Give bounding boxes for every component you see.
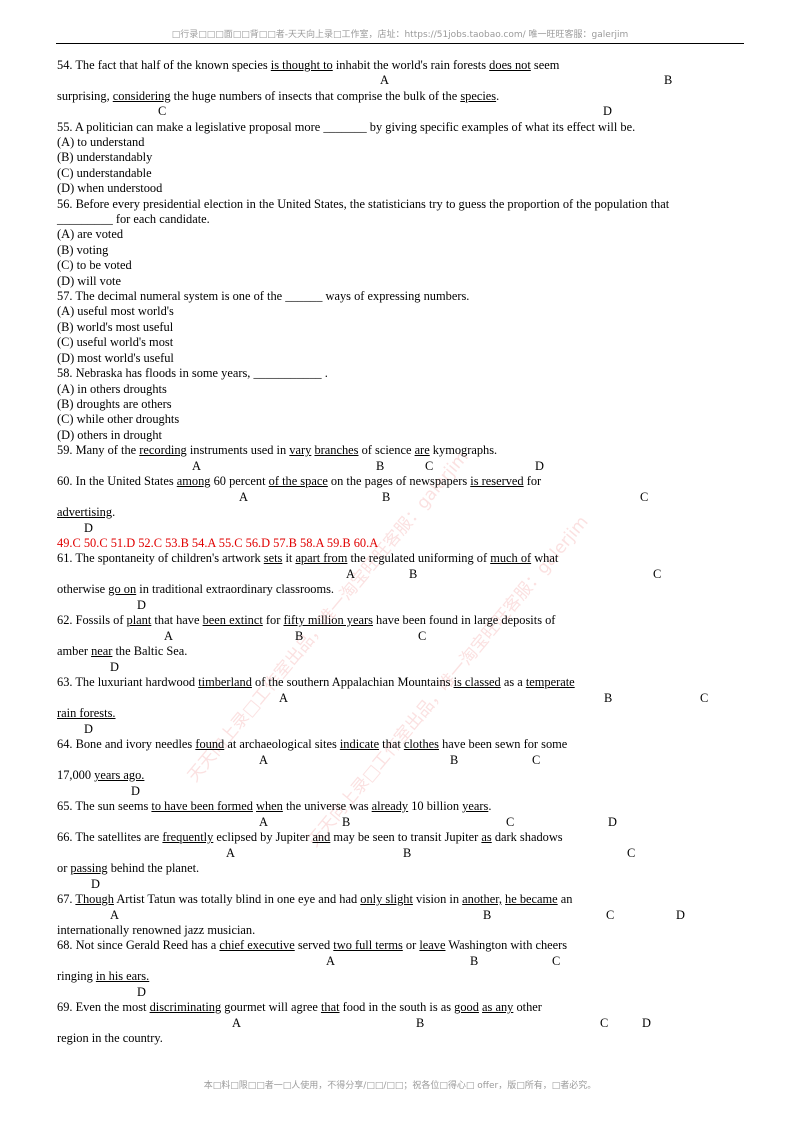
question-64-line: 17,000 years ago. (57, 768, 145, 782)
question-63-line: rain forests. (57, 706, 116, 720)
option-letter: D (603, 104, 612, 118)
option-letter: B (416, 1016, 425, 1030)
page-footer: 本□料□限□□者一□人使用，不得分享/□□/□□；祝各位□得心□ offer，版… (203, 1081, 597, 1091)
question-67-line: 67. Though Artist Tatun was totally blin… (57, 892, 573, 906)
question-55: 55. A politician can make a legislative … (57, 120, 636, 134)
option-letter: B (342, 815, 351, 829)
question-65-line: 65. The sun seems to have been formed wh… (57, 799, 492, 813)
option-letter: C (700, 691, 709, 705)
choice: (C) to be voted (57, 258, 132, 272)
option-letter: B (382, 490, 391, 504)
question-56: _________ for each candidate. (57, 212, 210, 226)
option-letter: C (158, 104, 167, 118)
choice: (C) understandable (57, 166, 152, 180)
option-letter: C (506, 815, 515, 829)
option-letter: D (110, 660, 119, 674)
choice: (A) useful most world's (57, 304, 174, 318)
option-letter: A (110, 908, 119, 922)
question-59-line: 59. Many of the recording instruments us… (57, 443, 498, 457)
question-66-line: or passing behind the planet. (57, 861, 200, 875)
choice: (B) voting (57, 243, 109, 257)
choice: (A) in others droughts (57, 382, 167, 396)
question-67-line: internationally renowned jazz musician. (57, 923, 256, 937)
choice: (B) understandably (57, 150, 153, 164)
option-letter: B (483, 908, 492, 922)
answer-key: 49.C 50.C 51.D 52.C 53.B 54.A 55.C 56.D … (57, 536, 379, 550)
option-letter: A (226, 846, 235, 860)
question-54-line: 54. The fact that half of the known spec… (57, 58, 560, 72)
question-69-line: 69. Even the most discriminating gourmet… (57, 1000, 542, 1014)
option-letter: A (346, 567, 355, 581)
question-61-line: 61. The spontaneity of children's artwor… (57, 551, 559, 565)
option-letter: B (450, 753, 459, 767)
option-letter: A (239, 490, 248, 504)
choice: (A) are voted (57, 227, 124, 241)
question-61-line: otherwise go on in traditional extraordi… (57, 582, 335, 596)
option-letter: B (604, 691, 613, 705)
option-letter: B (295, 629, 304, 643)
option-letter: C (418, 629, 427, 643)
option-letter: A (259, 815, 268, 829)
question-69-line: region in the country. (57, 1031, 163, 1045)
question-68-line: ringing in his ears. (57, 969, 150, 983)
question-68-line: 68. Not since Gerald Reed has a chief ex… (57, 938, 568, 952)
choice: (C) useful world's most (57, 335, 174, 349)
option-letter: A (232, 1016, 241, 1030)
option-letter: B (470, 954, 479, 968)
option-letter: D (91, 877, 100, 891)
option-letter: D (84, 722, 93, 736)
option-letter: B (409, 567, 418, 581)
option-letter: A (192, 459, 201, 473)
question-57: 57. The decimal numeral system is one of… (57, 289, 470, 303)
option-letter: C (425, 459, 434, 473)
option-letter: D (137, 985, 146, 999)
option-letter: C (627, 846, 636, 860)
option-letter: C (600, 1016, 609, 1030)
option-letter: C (552, 954, 561, 968)
option-letter: C (653, 567, 662, 581)
choice: (C) while other droughts (57, 412, 180, 426)
question-62-line: 62. Fossils of plant that have been exti… (57, 613, 556, 627)
question-56: 56. Before every presidential election i… (57, 197, 670, 211)
question-60-line: 60. In the United States among 60 percen… (57, 474, 542, 488)
choice: (B) droughts are others (57, 397, 172, 411)
option-letter: C (640, 490, 649, 504)
question-63-line: 63. The luxuriant hardwood timberland of… (57, 675, 575, 689)
option-letter: A (279, 691, 288, 705)
question-64-line: 64. Bone and ivory needles found at arch… (57, 737, 568, 751)
option-letter: C (606, 908, 615, 922)
option-letter: B (403, 846, 412, 860)
question-54-line: surprising, considering the huge numbers… (57, 89, 500, 103)
option-letter: B (376, 459, 385, 473)
option-letter: A (380, 73, 389, 87)
choice: (D) most world's useful (57, 351, 174, 365)
choice: (A) to understand (57, 135, 145, 149)
option-letter: B (664, 73, 673, 87)
choice: (D) will vote (57, 274, 122, 288)
page-header: □行录□□□面□□背□□者-天天向上录□工作室，店址：https://51job… (56, 28, 744, 44)
choice: (D) others in drought (57, 428, 162, 442)
option-letter: D (642, 1016, 651, 1030)
option-letter: D (535, 459, 544, 473)
question-58: 58. Nebraska has floods in some years, _… (57, 366, 328, 380)
question-66-line: 66. The satellites are frequently eclips… (57, 830, 563, 844)
option-letter: D (608, 815, 617, 829)
option-letter: D (676, 908, 685, 922)
option-letter: D (84, 521, 93, 535)
question-62-line: amber near the Baltic Sea. (57, 644, 188, 658)
option-letter: D (137, 598, 146, 612)
choice: (D) when understood (57, 181, 163, 195)
option-letter: D (131, 784, 140, 798)
option-letter: A (259, 753, 268, 767)
option-letter: C (532, 753, 541, 767)
option-letter: A (164, 629, 173, 643)
question-60-line: advertising. (57, 505, 116, 519)
choice: (B) world's most useful (57, 320, 174, 334)
option-letter: A (326, 954, 335, 968)
